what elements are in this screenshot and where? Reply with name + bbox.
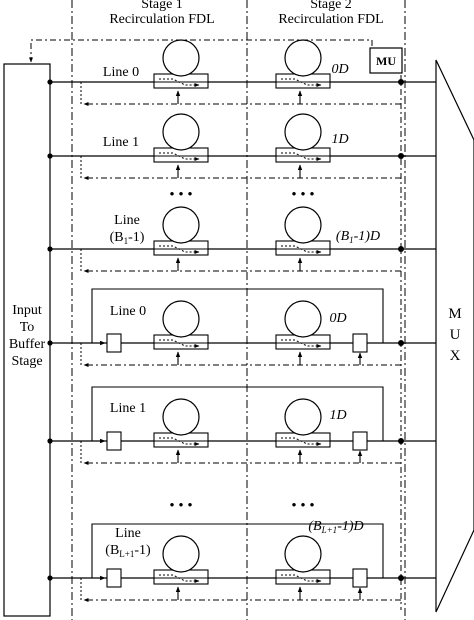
g1-row1-label: Line 1 <box>103 135 139 150</box>
g1-row0-input-dot <box>47 79 53 85</box>
ellipsis-s2-g1: • • • <box>291 187 314 203</box>
input-label-2: To <box>20 320 35 335</box>
g2-row0-delay: 0D <box>329 311 346 326</box>
input-label-1: Input <box>12 303 42 318</box>
ellipsis-s2-g2: • • • <box>291 498 314 514</box>
ellipsis-s1-g2: • • • <box>169 498 192 514</box>
mux-block <box>435 59 474 613</box>
g1-row0-tap-dot <box>398 79 404 85</box>
g2-row0-input-dot <box>47 340 53 346</box>
g1-row1-delay: 1D <box>331 132 348 147</box>
g1-row2-s2-switch-path <box>281 245 322 254</box>
mux-label-u: U <box>450 327 461 343</box>
g1-row2-input-dot <box>47 246 53 252</box>
g1-row1-input-dot <box>47 153 53 159</box>
g2-row1-input-gate <box>106 431 122 451</box>
g2-row1-recirculation-loop <box>91 386 384 444</box>
stage1-subtitle: Recirculation FDL <box>109 12 214 27</box>
g2-row1-delay: 1D <box>329 408 346 423</box>
g2-row2-output-gate <box>352 568 368 588</box>
g2-row0-input-gate <box>106 333 122 353</box>
g1-row1-s1-fiber-loop <box>162 113 200 151</box>
g1-row2-s1-fiber-loop <box>162 206 200 244</box>
stage1-title: Stage 1 <box>141 0 183 12</box>
g2-row0-tap-dot <box>398 340 404 346</box>
g1-row0-label: Line 0 <box>103 65 139 80</box>
g2-row0-s2-fiber-loop <box>284 300 322 338</box>
g2-row2-label-a: Line <box>115 526 141 541</box>
g2-row2-tap-dot <box>398 575 404 581</box>
g2-row0-output-gate <box>352 333 368 353</box>
ellipsis-s1-g1: • • • <box>169 187 192 203</box>
g1-row2-s2-fiber-loop <box>284 206 322 244</box>
mu-block <box>369 47 403 74</box>
g2-row1-s1-fiber-loop <box>162 398 200 436</box>
stage2-subtitle: Recirculation FDL <box>278 12 383 27</box>
g1-row1-s2-fiber-loop <box>284 113 322 151</box>
g1-row0-s2-switch-path <box>281 78 322 87</box>
g2-row2-s1-fiber-loop <box>162 535 200 573</box>
g2-row2-delay: (BL+1-1)D <box>308 519 363 535</box>
g2-row1-tap-dot <box>398 438 404 444</box>
g1-row2-tap-dot <box>398 246 404 252</box>
g1-row1-s2-switch-path <box>281 152 322 161</box>
g1-row0-s1-switch-path <box>159 78 200 87</box>
g2-row0-label: Line 0 <box>110 304 146 319</box>
g2-row2-input-gate <box>106 568 122 588</box>
g2-row1-s2-fiber-loop <box>284 398 322 436</box>
input-label-4: Stage <box>11 354 42 369</box>
g1-row0-s1-fiber-loop <box>162 39 200 77</box>
stage-boundaries <box>71 0 406 620</box>
stage2-title: Stage 2 <box>310 0 352 12</box>
g2-row2-label-b: (BL+1-1) <box>105 543 151 559</box>
g2-row1-s1-switch-path <box>159 437 200 446</box>
input-buffer-block <box>3 63 51 617</box>
g2-row0-recirculation-loop <box>91 288 384 346</box>
g1-row2-label-a: Line <box>114 213 140 228</box>
g2-row1-input-dot <box>47 438 53 444</box>
g2-row0-s2-switch-path <box>281 339 322 348</box>
mu-label: MU <box>376 54 396 68</box>
g1-row2-label-b: (B1-1) <box>110 230 145 246</box>
g2-row2-recirculation-loop <box>91 523 384 581</box>
g2-row1-s2-switch-path <box>281 437 322 446</box>
g2-row1-label: Line 1 <box>110 401 146 416</box>
g2-row2-s1-switch-path <box>159 574 200 583</box>
g2-row2-s2-switch-path <box>281 574 322 583</box>
g1-row0-delay: 0D <box>331 62 348 77</box>
g1-row1-s1-switch-path <box>159 152 200 161</box>
input-label-3: Buffer <box>9 337 46 352</box>
fdl-rows <box>47 39 436 602</box>
g2-row2-s2-fiber-loop <box>284 535 322 573</box>
g2-row0-s1-fiber-loop <box>162 300 200 338</box>
g1-row2-delay: (B1-1)D <box>336 229 380 245</box>
g1-row1-tap-dot <box>398 153 404 159</box>
mux-label-x: X <box>450 348 461 364</box>
g2-row1-output-gate <box>352 431 368 451</box>
g1-row0-s2-fiber-loop <box>284 39 322 77</box>
g1-row2-s1-switch-path <box>159 245 200 254</box>
g2-row2-input-dot <box>47 575 53 581</box>
mux-label-m: M <box>448 306 461 322</box>
g2-row0-s1-switch-path <box>159 339 200 348</box>
